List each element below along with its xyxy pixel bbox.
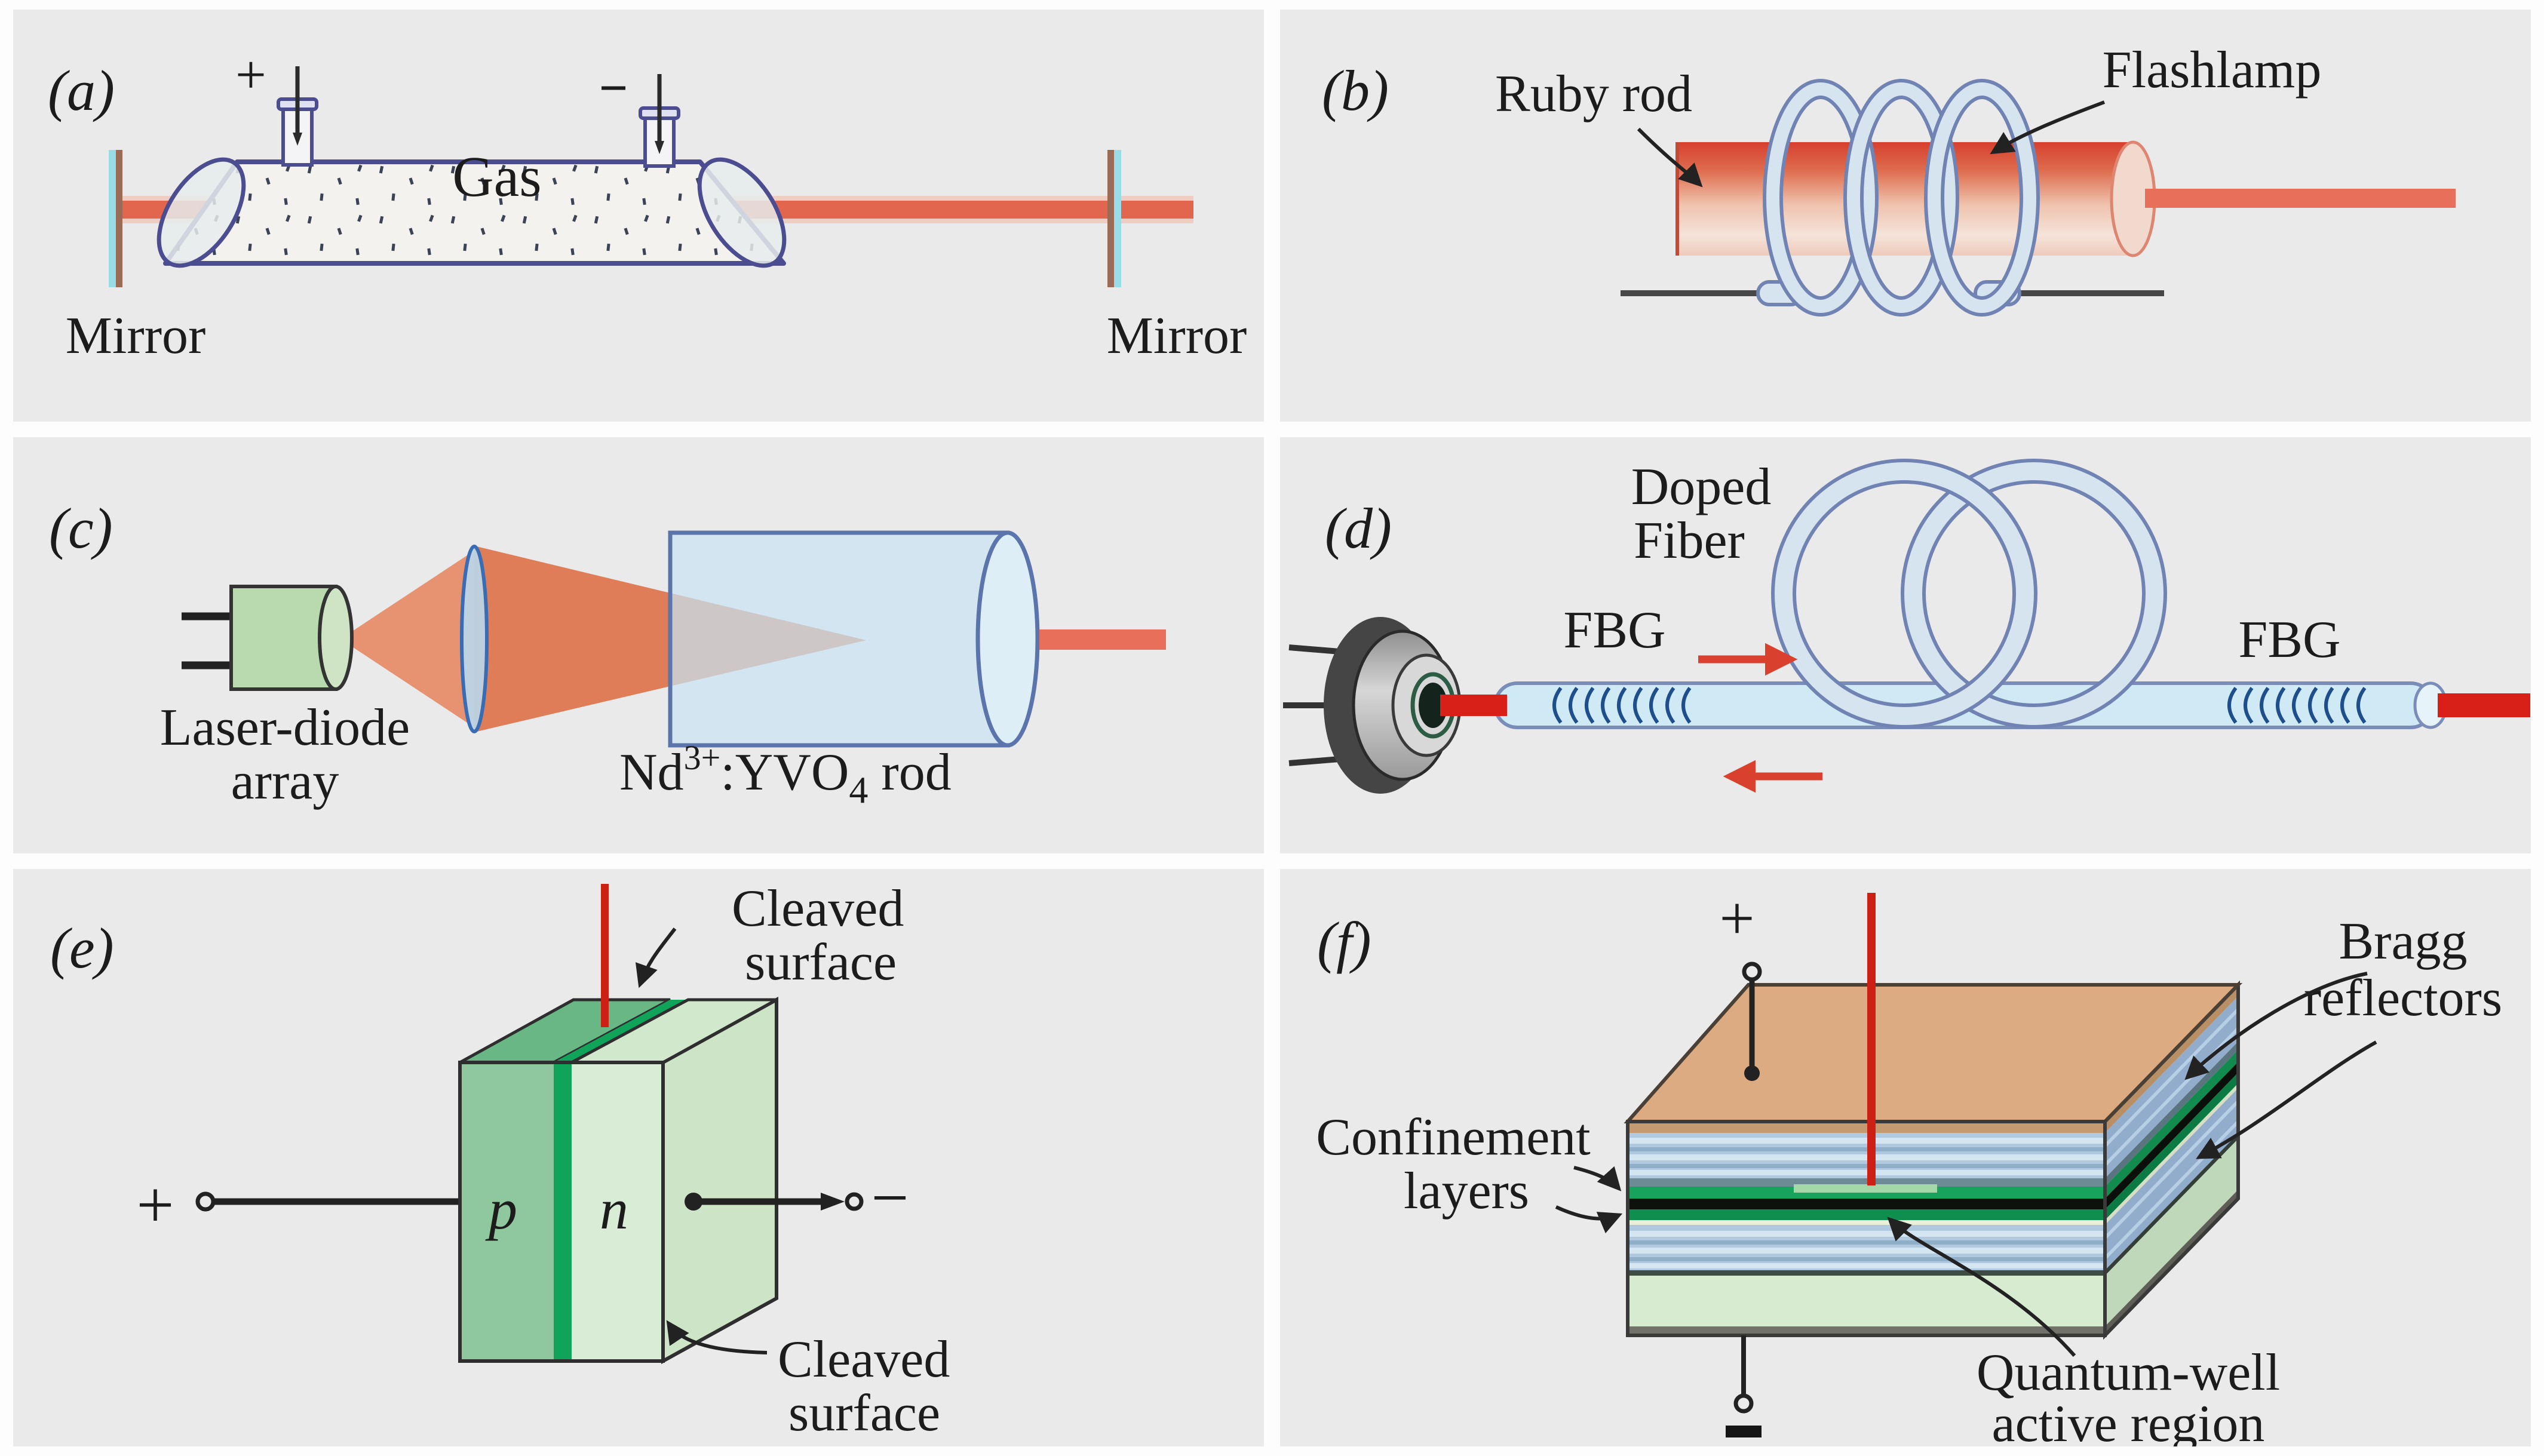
pump-beam bbox=[1440, 695, 1507, 716]
doped-fiber-label-line1: Doped bbox=[1631, 458, 1772, 516]
cleaved-top-label-line1: Cleaved bbox=[732, 880, 904, 938]
flashlamp-coil bbox=[1763, 79, 2040, 317]
fbg-right-label: FBG bbox=[2238, 611, 2340, 669]
mirror-right bbox=[1107, 150, 1121, 287]
confinement-label-line1: Confinement bbox=[1316, 1108, 1590, 1166]
minus-terminal-label: − bbox=[871, 1161, 909, 1235]
cleaved-bottom-label-line1: Cleaved bbox=[778, 1331, 950, 1389]
output-beam bbox=[1039, 629, 1166, 650]
panel-dpss-laser: (c) Laser-diode array bbox=[13, 437, 1264, 853]
laser-diode-array bbox=[229, 585, 354, 691]
vcsel-front-face bbox=[1626, 1120, 2107, 1337]
cathode-minus-sign: − bbox=[599, 59, 628, 116]
confinement-label-line2: layers bbox=[1404, 1162, 1529, 1220]
focusing-lens bbox=[460, 545, 489, 733]
emitted-beam bbox=[601, 884, 609, 1027]
panel-letter-e: (e) bbox=[50, 916, 114, 980]
ruby-rod bbox=[1675, 140, 2156, 257]
bragg-arrow-top bbox=[2184, 972, 2368, 1080]
anode-plus-sign: + bbox=[235, 44, 266, 105]
cleaved-bottom-label-line2: surface bbox=[788, 1384, 940, 1442]
junction-top-stripe bbox=[554, 1000, 688, 1062]
ruby-rod-arrow bbox=[1637, 127, 1703, 188]
panel-letter-b: (b) bbox=[1322, 59, 1389, 122]
mirror-left-label: Mirror bbox=[66, 307, 206, 365]
active-region-pad bbox=[1794, 1184, 1937, 1193]
bragg-arrow-bottom bbox=[2196, 1040, 2377, 1159]
panel-letter-a: (a) bbox=[48, 59, 115, 122]
gas-tube bbox=[156, 157, 787, 268]
tube-end-cap-left bbox=[156, 157, 246, 268]
qw-label-line2: active region bbox=[1992, 1395, 2265, 1446]
pump-aperture bbox=[1419, 683, 1447, 728]
mirror-right-label: Mirror bbox=[1107, 307, 1247, 365]
pump-diode-package bbox=[1283, 617, 1462, 794]
n-region-face bbox=[572, 1062, 663, 1361]
cleaved-bottom-arrow bbox=[666, 1320, 768, 1354]
plus-terminal-circle bbox=[1742, 962, 1762, 982]
rod-label-sub: 4 bbox=[849, 769, 868, 811]
confinement-layer-bottom bbox=[1628, 1209, 2105, 1220]
confinement-arrow-top bbox=[1573, 1166, 1622, 1191]
diode-crystal bbox=[458, 996, 778, 1365]
laser-diode-label-line1: Laser-diode bbox=[160, 699, 410, 757]
rod-label-nd: Nd bbox=[619, 744, 684, 801]
n-region-label: n bbox=[600, 1177, 628, 1241]
doped-fiber-coil bbox=[1771, 459, 2167, 729]
bragg-label-line1: Bragg bbox=[2339, 913, 2467, 970]
panel-gas-laser: (a) + bbox=[13, 10, 1264, 422]
junction-front-stripe bbox=[554, 1062, 572, 1361]
qw-arrow bbox=[1887, 1217, 2076, 1357]
tube-end-cap-right bbox=[697, 157, 787, 268]
bragg-label-line2: reflectors bbox=[2304, 969, 2502, 1027]
anode-electrode bbox=[277, 66, 318, 167]
pump-beam-diverging bbox=[340, 551, 474, 727]
spacer-layer bbox=[1628, 1178, 2105, 1187]
rod-end-cap bbox=[975, 530, 1040, 748]
rod-label-end: rod bbox=[868, 744, 951, 801]
panel-letter-f: (f) bbox=[1317, 910, 1371, 974]
mirror-left bbox=[109, 150, 122, 287]
plus-terminal-circle bbox=[195, 1191, 216, 1212]
panel-fiber-laser: (d) Doped Fiber bbox=[1280, 437, 2531, 853]
minus-terminal-circle bbox=[1733, 1393, 1754, 1414]
ruby-rod-label: Ruby rod bbox=[1495, 65, 1692, 123]
flashlamp-arrow bbox=[1990, 100, 2106, 155]
plus-contact-dot bbox=[1744, 1065, 1760, 1081]
flashlamp-label: Flashlamp bbox=[2103, 41, 2322, 99]
laser-diode-label-line2: array bbox=[231, 752, 339, 810]
cleaved-top-arrow bbox=[635, 927, 677, 988]
panel-letter-d: (d) bbox=[1325, 496, 1392, 560]
doped-fiber-label-line2: Fiber bbox=[1634, 512, 1745, 570]
rod-label-mid: :YVO bbox=[720, 744, 849, 801]
bottom-contact bbox=[1628, 1326, 2105, 1335]
quantum-well-layer bbox=[1628, 1199, 2105, 1209]
cleaved-top-label-line2: surface bbox=[745, 933, 897, 991]
panel-diode-laser: (e) + p n bbox=[13, 869, 1264, 1446]
rod-label: Nd3+:YVO4 rod bbox=[619, 738, 952, 811]
substrate bbox=[1628, 1276, 2105, 1326]
output-beam bbox=[2145, 189, 2456, 208]
confinement-arrow-bottom bbox=[1555, 1205, 1623, 1234]
output-beam bbox=[2438, 693, 2530, 717]
minus-terminal-circle bbox=[845, 1192, 864, 1211]
qw-label-line1: Quantum-well bbox=[1977, 1344, 2280, 1402]
minus-wire-arrowhead bbox=[821, 1193, 845, 1211]
gas-label: Gas bbox=[452, 145, 541, 208]
emitted-beam bbox=[1867, 893, 1876, 1185]
ndyvo4-rod bbox=[668, 530, 1040, 748]
minus-terminal-dash bbox=[1726, 1426, 1762, 1437]
panel-letter-c: (c) bbox=[49, 496, 113, 560]
plus-terminal-label: + bbox=[136, 1168, 174, 1242]
panel-ruby-laser: (b) Ruby r bbox=[1280, 10, 2531, 422]
p-region-face bbox=[460, 1062, 554, 1361]
top-contact-edge bbox=[1628, 1122, 2105, 1133]
panel-vcsel: (f) bbox=[1280, 869, 2531, 1446]
vcsel-right-face bbox=[2103, 980, 2240, 1340]
plus-terminal-label: + bbox=[1719, 883, 1754, 953]
fbg-left-label: FBG bbox=[1563, 601, 1665, 659]
p-region-label: p bbox=[485, 1177, 517, 1241]
rod-label-sup: 3+ bbox=[684, 738, 721, 777]
cathode-electrode bbox=[639, 74, 680, 168]
